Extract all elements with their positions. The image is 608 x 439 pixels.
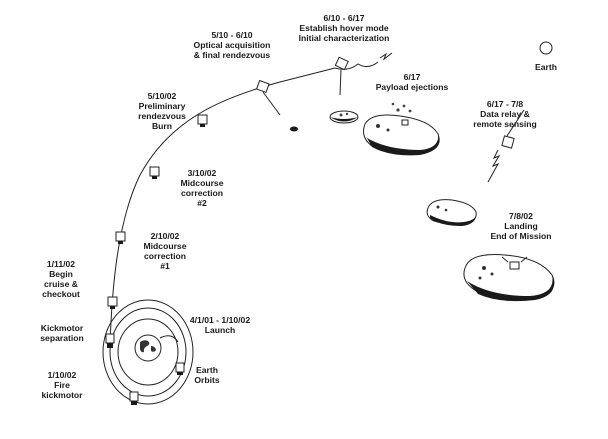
optical-acquisition-line: & final rendezvous [194, 50, 271, 60]
landing-line: 7/8/02 [509, 211, 533, 221]
spacecraft-midcourse-2 [149, 166, 160, 179]
asteroid-distant [290, 126, 298, 132]
payload-ejections-line: 6/17 [404, 72, 421, 82]
spacecraft-begin-cruise [107, 296, 118, 309]
launch-line: Launch [205, 325, 236, 335]
prelim-rendezvous-line: Burn [152, 121, 172, 131]
earth-orbits-line: Orbits [194, 375, 220, 385]
trajectory [109, 61, 379, 346]
earth-globe [134, 334, 162, 362]
prelim-rendezvous-line: Preliminary [139, 101, 186, 111]
spacecraft-prelim-rendezvous [197, 114, 208, 127]
earth-link-beam [379, 52, 393, 61]
orbit-outer [102, 299, 194, 405]
midcourse-1-line: #1 [160, 261, 170, 271]
midcourse-2-line: correction [181, 188, 223, 198]
asteroid-hover [329, 110, 359, 124]
spacecraft-data-relay [487, 109, 525, 183]
landing-line: Landing [504, 221, 537, 231]
earth-distant-icon [539, 41, 553, 55]
prelim-rendezvous-line: 5/10/02 [148, 91, 177, 101]
hover-mode-line: 6/10 - 6/17 [323, 13, 364, 23]
label-earth: Earth [535, 62, 557, 72]
optical-acquisition-line: Optical acquisition [194, 40, 271, 50]
kickmotor-separation-line: separation [40, 333, 83, 343]
spacecraft-hover [334, 56, 349, 96]
fire-kickmotor-line: Fire [54, 380, 70, 390]
launch-arc [159, 335, 179, 343]
asteroid-relay [426, 199, 477, 226]
kickmotor-separation-line: Kickmotor [41, 323, 84, 333]
fire-kickmotor-line: 1/10/02 [48, 370, 77, 380]
earth-continents [140, 340, 156, 353]
orbit-mid [109, 307, 187, 397]
asteroid-payload [363, 102, 440, 156]
spacecraft-kickmotor-separation [105, 333, 115, 348]
fire-kickmotor-line: kickmotor [41, 390, 83, 400]
data-relay-line: Data relay & [480, 109, 530, 119]
spacecraft-orbit [175, 362, 185, 375]
midcourse-2-line: Midcourse [181, 178, 224, 188]
begin-cruise-line: checkout [42, 289, 80, 299]
midcourse-1-line: correction [144, 251, 186, 261]
midcourse-2-line: #2 [197, 198, 207, 208]
earth-line: Earth [535, 62, 557, 72]
cruise-trajectory [109, 67, 336, 346]
hover-mode-line: Establish hover mode [299, 23, 389, 33]
spacecraft-optical-acquisition [255, 79, 281, 116]
midcourse-2-line: 3/10/02 [188, 168, 217, 178]
payload-ejections-line: Payload ejections [376, 82, 449, 92]
midcourse-1-line: Midcourse [144, 241, 187, 251]
earth-orbits-graphic [102, 299, 194, 405]
data-relay-line: 6/17 - 7/8 [487, 99, 524, 109]
relay-beam [487, 149, 501, 183]
asteroid-landing [463, 254, 555, 302]
launch-line: 4/1/01 - 1/10/02 [190, 315, 250, 325]
begin-cruise-line: cruise & [44, 279, 78, 289]
hover-mode-line: Initial characterization [299, 33, 390, 43]
begin-cruise-line: 1/11/02 [47, 259, 75, 269]
landing-line: End of Mission [490, 231, 551, 241]
spacecraft-fire-kickmotor [129, 391, 139, 405]
begin-cruise-line: Begin [49, 269, 73, 279]
optical-acquisition-line: 5/10 - 6/10 [211, 30, 252, 40]
hover-trajectory [334, 61, 379, 70]
spacecraft-midcourse-1 [115, 231, 126, 244]
data-relay-line: remote sensing [473, 119, 537, 129]
prelim-rendezvous-line: rendezvous [138, 111, 186, 121]
midcourse-1-line: 2/10/02 [151, 231, 180, 241]
orbit-inner [117, 318, 179, 386]
earth-orbits-line: Earth [196, 365, 218, 375]
